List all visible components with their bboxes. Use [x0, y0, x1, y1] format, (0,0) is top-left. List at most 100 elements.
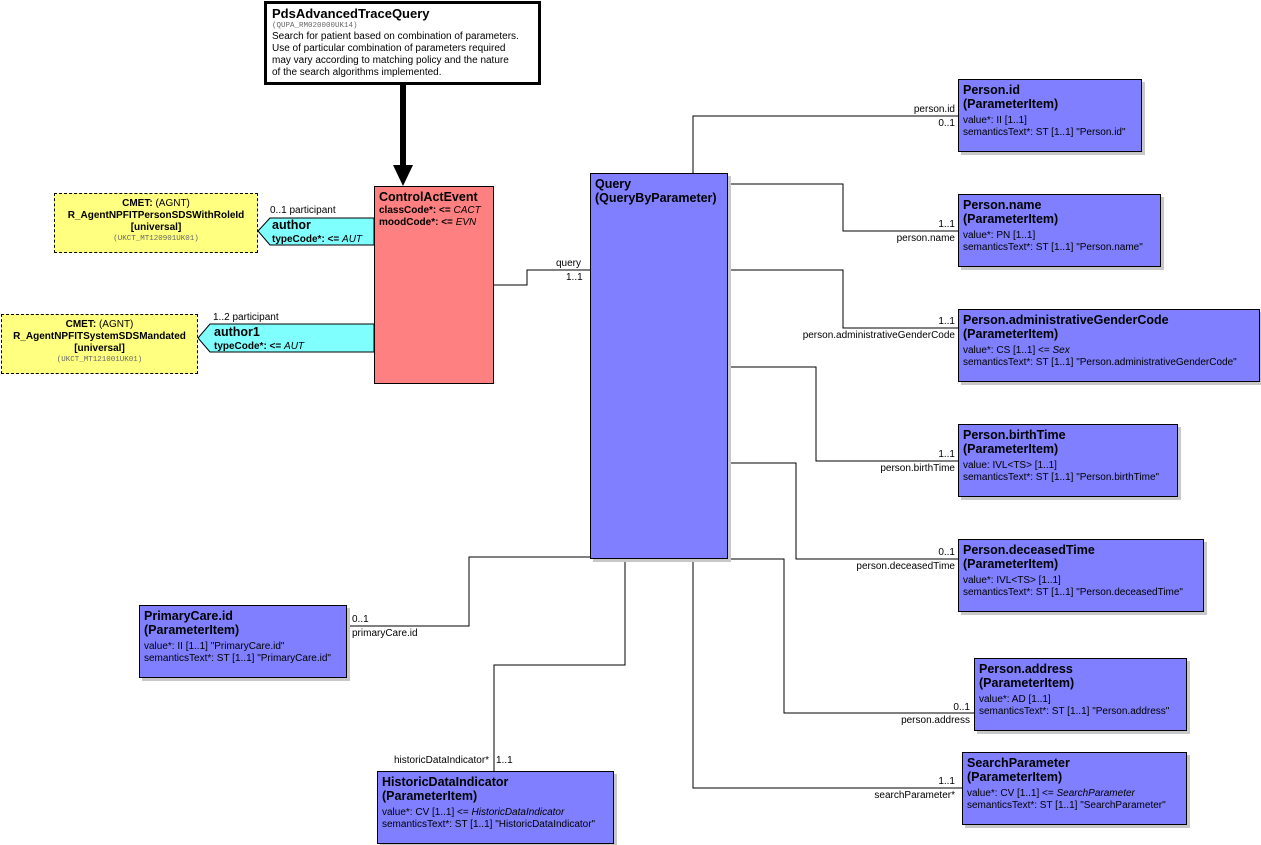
- historic-rel: historicDataIndicator*: [394, 755, 490, 766]
- query-rel-label: query: [556, 258, 582, 269]
- entry-description-1: Search for patient based on combination …: [272, 31, 519, 42]
- historic-semantics: semanticsText*: ST [1..1] "HistoricDataI…: [382, 819, 596, 830]
- primary-care-rel: primaryCare.id: [352, 628, 418, 639]
- person-gender-sub: (ParameterItem): [963, 327, 1059, 341]
- historic-value: value*: CV [1..1] <= HistoricDataIndicat…: [382, 807, 565, 818]
- author1-type-code: typeCode*: <= AUT: [214, 341, 305, 352]
- person-id-title: Person.id: [963, 83, 1020, 97]
- person-name-semantics: semanticsText*: ST [1..1] "Person.name": [963, 242, 1143, 253]
- query-subtitle: (QueryByParameter): [595, 191, 717, 205]
- person-address-box: Person.address (ParameterItem) value*: A…: [974, 658, 1187, 731]
- cmet-author1-box: CMET: (AGNT) R_AgentNPFITSystemSDSMandat…: [1, 314, 198, 374]
- person-id-connector: [692, 115, 958, 173]
- person-gender-title: Person.administrativeGenderCode: [963, 313, 1169, 327]
- person-name-rel: person.name: [896, 233, 955, 244]
- mood-code-attr: moodCode*: <= EVN: [379, 217, 477, 228]
- person-birth-box: Person.birthTime (ParameterItem) value: …: [958, 424, 1178, 497]
- cmet-author-header: CMET: (AGNT): [122, 198, 190, 209]
- entry-description-3: may vary according to matching policy an…: [272, 55, 509, 66]
- entry-description-4: of the search algorithms implemented.: [272, 67, 442, 78]
- person-name-title: Person.name: [963, 198, 1042, 212]
- author1-participant: 1..2 participant: [213, 312, 279, 323]
- historic-title: HistoricDataIndicator: [382, 775, 509, 789]
- control-act-event-title: ControlActEvent: [379, 190, 478, 204]
- person-address-title: Person.address: [979, 662, 1073, 676]
- person-name-mult: 1..1: [938, 219, 955, 230]
- search-param-sub: (ParameterItem): [967, 770, 1063, 784]
- author-participant: 0..1 participant: [270, 205, 336, 216]
- person-deceased-semantics: semanticsText*: ST [1..1] "Person.deceas…: [963, 587, 1183, 598]
- person-id-sub: (ParameterItem): [963, 97, 1059, 111]
- entry-description-2: Use of particular combination of paramet…: [272, 43, 506, 54]
- person-id-box: Person.id (ParameterItem) value*: II [1.…: [958, 79, 1142, 152]
- person-birth-semantics: semanticsText*: ST [1..1] "Person.birthT…: [963, 472, 1160, 483]
- entry-arrow-head: [393, 165, 413, 186]
- person-address-rel: person.address: [901, 715, 970, 726]
- query-box: Query (QueryByParameter): [590, 173, 728, 559]
- query-title: Query: [595, 177, 632, 191]
- cmet-author1-name: R_AgentNPFITSystemSDSMandated: [13, 331, 186, 342]
- person-deceased-title: Person.deceasedTime: [963, 543, 1095, 557]
- person-deceased-sub: (ParameterItem): [963, 557, 1059, 571]
- person-deceased-mult: 0..1: [938, 547, 955, 558]
- primary-care-value: value*: II [1..1] "PrimaryCare.id": [144, 641, 285, 652]
- person-deceased-box: Person.deceasedTime (ParameterItem) valu…: [958, 539, 1204, 612]
- primary-care-sub: (ParameterItem): [144, 623, 240, 637]
- historic-sub: (ParameterItem): [382, 789, 478, 803]
- person-id-mult: 0..1: [938, 118, 955, 129]
- person-address-sub: (ParameterItem): [979, 676, 1075, 690]
- entry-code: (QUPA_RM020000UK14): [272, 22, 358, 30]
- control-act-event-box: ControlActEvent classCode*: <= CACT mood…: [374, 186, 494, 384]
- primary-care-semantics: semanticsText*: ST [1..1] "PrimaryCare.i…: [144, 653, 331, 664]
- person-birth-sub: (ParameterItem): [963, 442, 1059, 456]
- cmet-author1-scope: [universal]: [74, 343, 125, 354]
- person-name-connector: [728, 183, 958, 232]
- author-name: author: [272, 218, 311, 232]
- author1-shape: [197, 323, 375, 353]
- historic-mult: 1..1: [496, 755, 513, 766]
- search-param-mult: 1..1: [938, 776, 955, 787]
- person-id-value: value*: II [1..1]: [963, 115, 1027, 126]
- author-shape: [257, 217, 375, 246]
- person-gender-connector: [728, 269, 958, 329]
- search-param-title: SearchParameter: [967, 756, 1070, 770]
- class-code-attr: classCode*: <= CACT: [379, 205, 481, 216]
- person-deceased-value: value*: IVL<TS> [1..1]: [963, 575, 1061, 586]
- author-type-code: typeCode*: <= AUT: [272, 234, 363, 245]
- person-id-semantics: semanticsText*: ST [1..1] "Person.id": [963, 127, 1126, 138]
- search-param-rel: searchParameter*: [874, 790, 955, 801]
- primary-care-box: PrimaryCare.id (ParameterItem) value*: I…: [139, 605, 347, 678]
- cmet-author-code: (UKCT_MT120901UK01): [113, 235, 199, 243]
- person-birth-connector: [728, 366, 958, 462]
- person-address-semantics: semanticsText*: ST [1..1] "Person.addres…: [979, 706, 1170, 717]
- primary-care-mult: 0..1: [352, 614, 369, 625]
- person-address-connector: [728, 558, 974, 714]
- person-deceased-rel: person.deceasedTime: [856, 561, 955, 572]
- cmet-author-name: R_AgentNPFITPersonSDSWithRoleId: [67, 210, 245, 221]
- person-gender-mult: 1..1: [938, 316, 955, 327]
- historic-box: HistoricDataIndicator (ParameterItem) va…: [377, 771, 614, 844]
- author1-name: author1: [214, 325, 260, 339]
- person-gender-value: value*: CS [1..1] <= Sex: [963, 345, 1070, 356]
- person-gender-box: Person.administrativeGenderCode (Paramet…: [958, 309, 1260, 382]
- entry-title: PdsAdvancedTraceQuery: [272, 6, 430, 21]
- person-address-value: value*: AD [1..1]: [979, 694, 1051, 705]
- person-birth-title: Person.birthTime: [963, 428, 1066, 442]
- cmet-author-box: CMET: (AGNT) R_AgentNPFITPersonSDSWithRo…: [54, 193, 258, 253]
- historic-connector: [493, 559, 626, 771]
- query-rel-mult: 1..1: [566, 272, 583, 283]
- person-id-rel: person.id: [913, 104, 955, 115]
- person-gender-semantics: semanticsText*: ST [1..1] "Person.admini…: [963, 357, 1237, 368]
- entry-point-box: PdsAdvancedTraceQuery (QUPA_RM020000UK14…: [264, 1, 541, 85]
- person-gender-rel: person.administrativeGenderCode: [802, 330, 955, 341]
- person-birth-value: value: IVL<TS> [1..1]: [963, 460, 1057, 471]
- search-param-box: SearchParameter (ParameterItem) value*: …: [962, 752, 1187, 825]
- cmet-author1-code: (UKCT_MT121001UK01): [56, 356, 143, 364]
- person-name-sub: (ParameterItem): [963, 212, 1059, 226]
- person-address-mult: 0..1: [953, 702, 970, 713]
- cmet-author1-header: CMET: (AGNT): [65, 319, 134, 330]
- primary-care-title: PrimaryCare.id: [144, 609, 233, 623]
- person-birth-mult: 1..1: [938, 449, 955, 460]
- search-param-value: value*: CV [1..1] <= SearchParameter: [967, 788, 1135, 799]
